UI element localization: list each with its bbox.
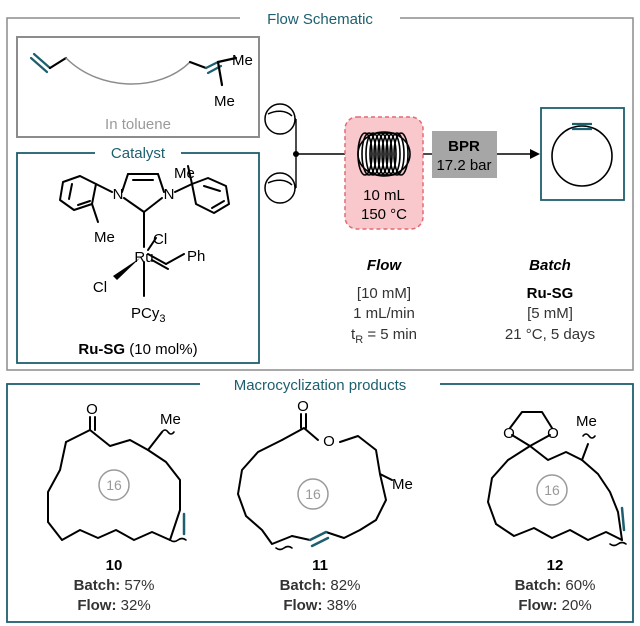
product-11-ring-size: 16 bbox=[305, 486, 321, 502]
product-11: O O Me 16 11 Batch: 82% Flow: 38% bbox=[237, 398, 413, 614]
product-10-id: 10 bbox=[106, 557, 123, 574]
product-10-ring-size: 16 bbox=[106, 477, 122, 493]
product-11-batch-yield: Batch: 82% bbox=[280, 577, 361, 594]
product-12-methyl: Me bbox=[576, 413, 597, 430]
catalyst-cl-left: Cl bbox=[93, 279, 107, 296]
product-10-oxygen: O bbox=[86, 401, 98, 418]
batch-concentration: [5 mM] bbox=[527, 305, 573, 322]
catalyst-title: Catalyst bbox=[111, 145, 166, 162]
product-12-structure bbox=[487, 411, 627, 547]
flow-conditions: Flow [10 mM] 1 mL/min tR = 5 min bbox=[351, 257, 417, 346]
catalyst-ru: Ru bbox=[134, 249, 153, 266]
product-11-ring-badge bbox=[297, 478, 329, 510]
catalyst-label: Ru-SG (10 mol%) bbox=[78, 341, 197, 358]
product-12-id: 12 bbox=[547, 557, 564, 574]
panel-bottom-title-bg bbox=[200, 374, 440, 396]
pump-bottom-icon bbox=[264, 172, 296, 204]
mixing-junction bbox=[293, 151, 299, 157]
flow-rate: 1 mL/min bbox=[353, 305, 415, 322]
flow-heading: Flow bbox=[367, 257, 402, 274]
catalyst-me-left: Me bbox=[94, 229, 115, 246]
catalyst-n-left: N bbox=[113, 186, 124, 203]
product-12-oxygen-right: O bbox=[547, 425, 559, 442]
catalyst-cl-top: Cl bbox=[153, 231, 167, 248]
collection-flask bbox=[540, 107, 625, 201]
product-11-carbonyl-oxygen: O bbox=[297, 398, 309, 415]
product-12-oxygen-left: O bbox=[503, 425, 515, 442]
catalyst-ph: Ph bbox=[187, 248, 205, 265]
bpr-label: BPR bbox=[448, 138, 480, 155]
product-10-structure bbox=[47, 416, 187, 543]
substrate-structure bbox=[29, 52, 238, 87]
reactor-volume: 10 mL bbox=[363, 187, 405, 204]
batch-time: 21 °C, 5 days bbox=[505, 326, 595, 343]
catalyst-me-right: Me bbox=[174, 165, 195, 182]
substrate-solvent: In toluene bbox=[105, 116, 171, 133]
coil-reactor: 10 mL 150 °C bbox=[344, 116, 424, 230]
product-11-id: 11 bbox=[312, 557, 328, 574]
substrate-me-bottom: Me bbox=[214, 93, 235, 110]
product-11-ester-oxygen: O bbox=[323, 433, 335, 450]
panel-top-title-bg bbox=[240, 8, 400, 30]
product-12-batch-yield: Batch: 60% bbox=[515, 577, 596, 594]
panel-bottom-title: Macrocyclization products bbox=[234, 377, 407, 394]
batch-conditions: Batch Ru-SG [5 mM] 21 °C, 5 days bbox=[505, 257, 595, 343]
flow-concentration: [10 mM] bbox=[357, 285, 411, 302]
product-10-ring-badge bbox=[98, 469, 130, 501]
catalyst-structure bbox=[59, 165, 230, 297]
catalyst-box: Catalyst bbox=[16, 144, 260, 364]
product-10-batch-yield: Batch: 57% bbox=[74, 577, 155, 594]
product-11-flow-yield: Flow: 38% bbox=[283, 597, 356, 614]
product-10: O Me 16 10 Batch: 57% Flow: 32% bbox=[47, 401, 187, 614]
catalyst-pcy: PCy3 bbox=[131, 305, 165, 325]
back-pressure-regulator: BPR 17.2 bar bbox=[432, 131, 497, 178]
product-10-flow-yield: Flow: 32% bbox=[77, 597, 150, 614]
product-11-structure bbox=[237, 413, 393, 551]
product-10-methyl: Me bbox=[160, 411, 181, 428]
wedge-bond-cl bbox=[113, 258, 140, 280]
product-12-ring-badge bbox=[536, 474, 568, 506]
batch-catalyst: Ru-SG bbox=[527, 285, 574, 302]
flask-icon bbox=[551, 125, 613, 187]
products-panel: Macrocyclization products O Me 16 10 Bat… bbox=[6, 374, 634, 623]
product-12: O O Me 16 12 Batch: 60% Flow: 20% bbox=[487, 411, 627, 614]
substrate-box: Me Me In toluene bbox=[16, 36, 260, 138]
reactor-temperature: 150 °C bbox=[361, 206, 407, 223]
coil-icon bbox=[357, 131, 411, 177]
product-12-ring-size: 16 bbox=[544, 482, 560, 498]
flow-residence-time: tR = 5 min bbox=[351, 326, 417, 346]
arrow-head-right bbox=[530, 149, 540, 159]
panel-top-title: Flow Schematic bbox=[267, 11, 373, 28]
product-11-methyl: Me bbox=[392, 476, 413, 493]
pump-top-icon bbox=[264, 103, 296, 135]
catalyst-n-right: N bbox=[164, 186, 175, 203]
batch-heading: Batch bbox=[529, 257, 571, 274]
substrate-me-top: Me bbox=[232, 52, 253, 69]
bpr-pressure: 17.2 bar bbox=[436, 157, 491, 174]
product-12-flow-yield: Flow: 20% bbox=[518, 597, 591, 614]
flow-schematic-panel: Flow Schematic Me Me In toluene C bbox=[6, 8, 634, 371]
